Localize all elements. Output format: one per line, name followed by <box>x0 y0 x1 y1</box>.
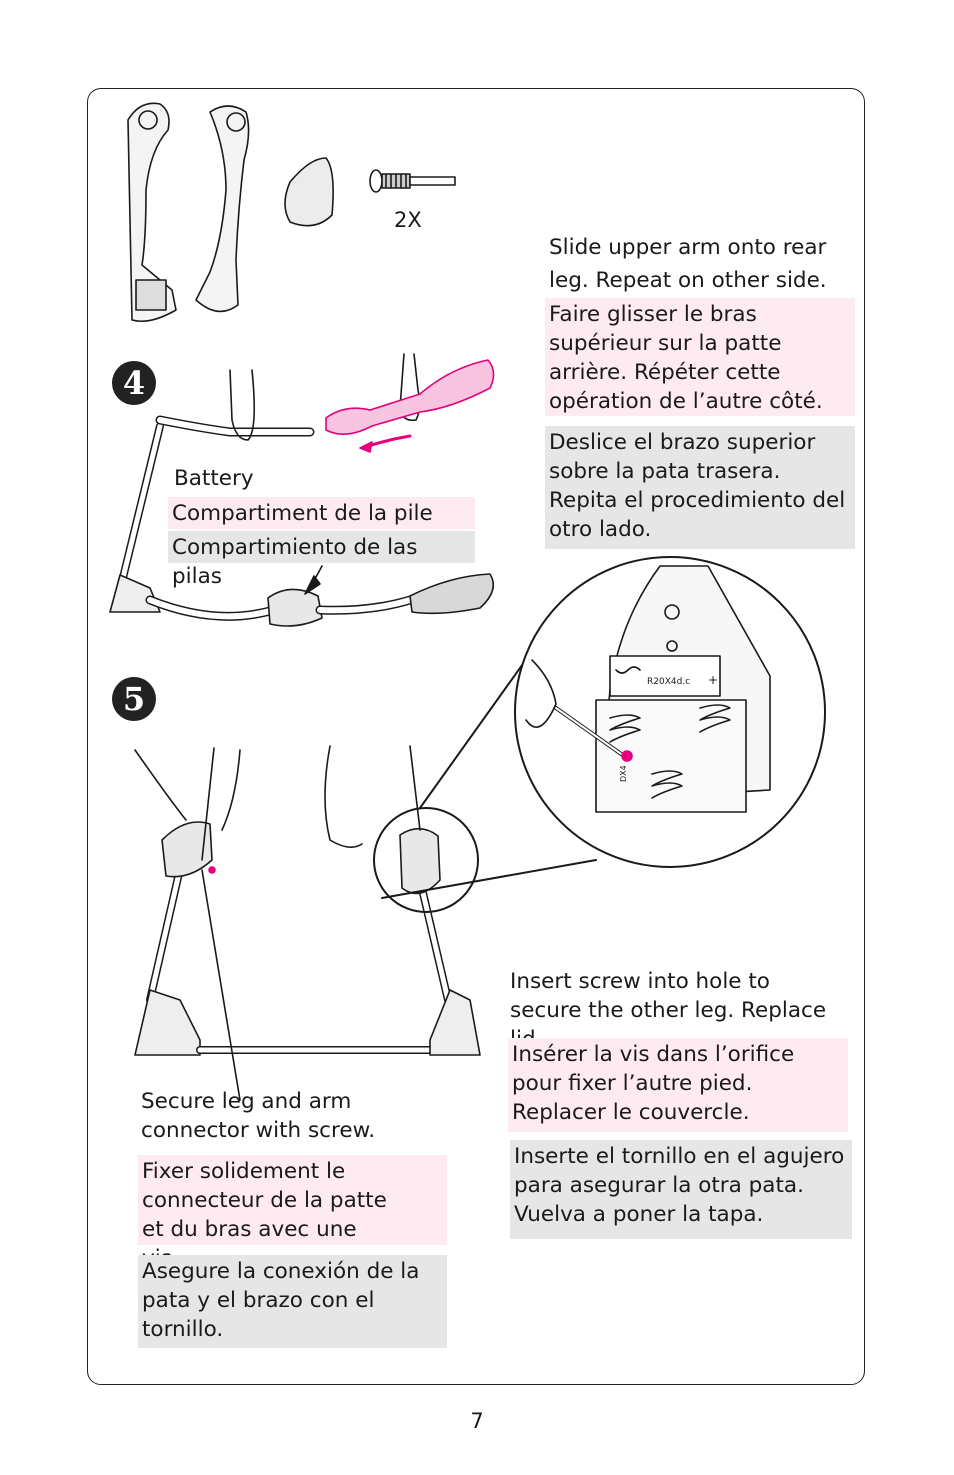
page-number: 7 <box>470 1409 484 1433</box>
step5-left-instruction-es: Asegure la conexión de la pata y el braz… <box>138 1255 447 1348</box>
pink-upper-arm <box>325 359 495 453</box>
step4-leg-frame <box>109 353 495 627</box>
screw-part <box>369 169 456 193</box>
left-upper-arm-part <box>127 102 177 323</box>
step-4-badge: 4 <box>112 361 156 405</box>
screw-quantity: 2X <box>394 208 422 232</box>
page-frame <box>87 88 865 1385</box>
step4-instruction-fr: Faire glisser le bras supérieur sur la p… <box>545 298 855 416</box>
step5-left-instruction-en: Secure leg and arm connector with screw. <box>141 1089 376 1143</box>
step5-leg-frame <box>134 745 481 1101</box>
step4-instruction-es: Deslice el brazo superior sobre la pata … <box>545 426 855 549</box>
lid-part <box>284 157 334 227</box>
spring-bottom <box>651 770 683 799</box>
plus-sign: + <box>708 673 718 687</box>
battery-zoom-view <box>381 556 826 899</box>
battery-side-label: DX4 <box>619 765 628 782</box>
spring-left <box>609 714 641 743</box>
step-5-badge: 5 <box>112 677 156 721</box>
step5-right-instruction-es: Inserte el tornillo en el agujero para a… <box>510 1140 852 1239</box>
spring-right <box>699 704 731 733</box>
step4-instruction-en: Slide upper arm onto rear leg. Repeat on… <box>549 235 827 293</box>
step5-left-instruction-fr: Fixer solidement le connecteur de la pat… <box>138 1155 447 1271</box>
battery-label: R20X4d.c <box>647 677 690 687</box>
battery-compartment-es: Compartimiento de las pilas <box>168 531 475 589</box>
step5-right-instruction-fr: Insérer la vis dans l’orifice pour fixer… <box>508 1038 848 1132</box>
right-upper-arm-part <box>195 105 250 313</box>
battery-compartment-fr: Compartiment de la pile <box>168 497 475 529</box>
